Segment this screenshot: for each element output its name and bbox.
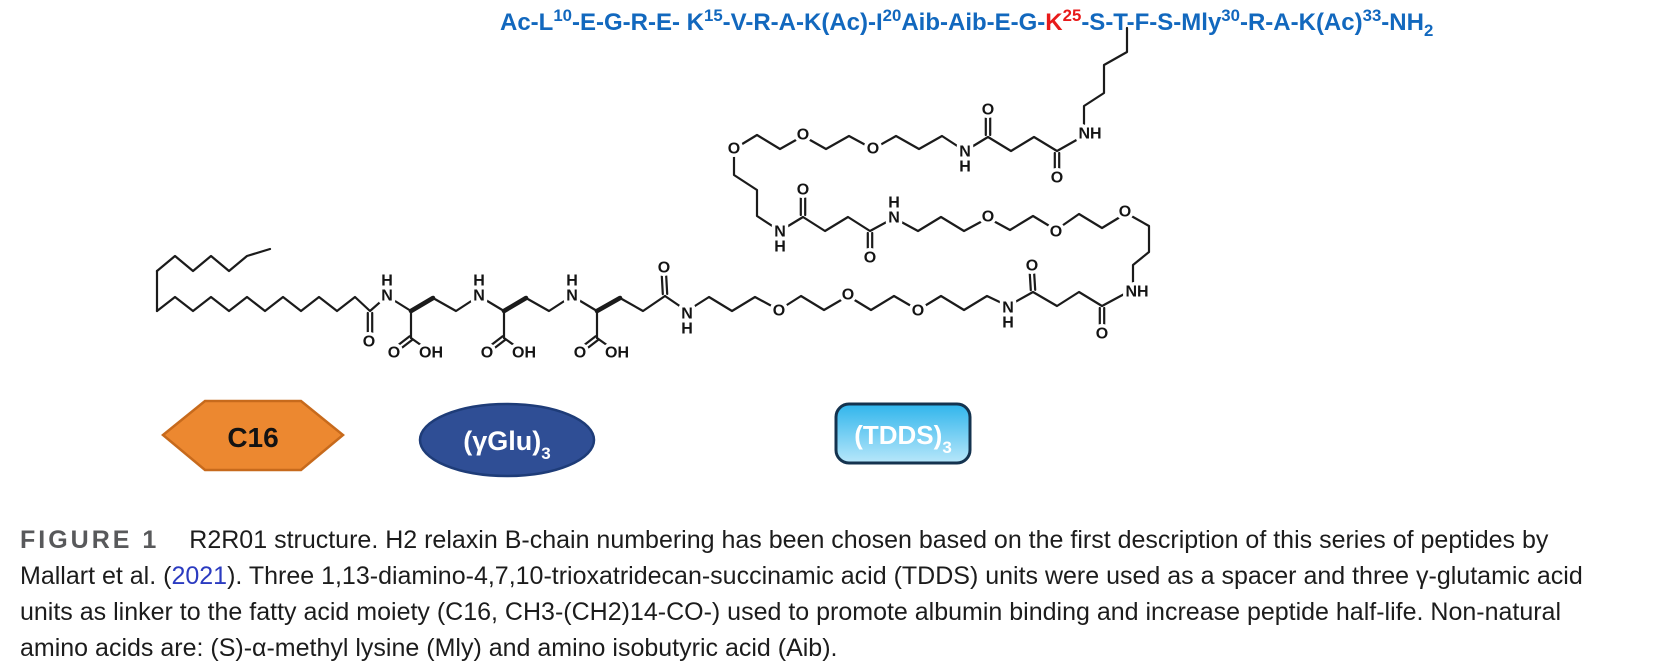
gglu-ellipse-shape: (γGlu)3 (418, 402, 596, 478)
atom-label: OH (605, 345, 629, 362)
sequence-segment: 20 (882, 6, 902, 25)
atom-label: O (728, 141, 740, 158)
atom-label: NH (1125, 284, 1148, 301)
sequence-segment: -S-T-F-S-Mly (1081, 9, 1222, 36)
atom-label: H (1002, 315, 1014, 332)
atom-label: O (982, 209, 994, 226)
atom-label: N (381, 288, 393, 305)
sequence-highlight-residue: K (1045, 9, 1063, 36)
sequence-segment: 30 (1221, 6, 1240, 25)
ellipse-icon (418, 402, 596, 478)
atom-label: N (888, 210, 900, 227)
atom-label: O (797, 182, 809, 199)
atom-label: N (1002, 300, 1014, 317)
atom-label: O (1026, 258, 1038, 275)
sequence-segment: Ac-L (500, 9, 554, 36)
atom-label: O (864, 250, 876, 267)
caption-text: ). Three 1,13-diamino-4,7,10-trioxatride… (20, 562, 1583, 662)
atom-label: O (912, 303, 924, 320)
atom-label: O (867, 141, 879, 158)
bond-lines (155, 26, 1151, 351)
atom-label: O (363, 334, 375, 351)
tdds-box-shape: (TDDS)3 (834, 402, 972, 465)
atom-label: O (842, 287, 854, 304)
atom-label: H (566, 273, 578, 290)
sequence-segment: 33 (1362, 6, 1382, 25)
atom-label: H (888, 195, 900, 212)
atom-label: N (473, 288, 485, 305)
atom-label: H (473, 273, 485, 290)
figure-label: FIGURE 1 (20, 526, 160, 554)
atom-label: NH (1078, 126, 1101, 143)
hexagon-icon (161, 399, 345, 472)
atom-label: O (773, 303, 785, 320)
roundrect-icon (834, 402, 972, 465)
atom-label: O (797, 127, 809, 144)
tdds-label: (TDDS)3 (854, 420, 952, 457)
atom-label: O (1096, 326, 1108, 343)
atom-label: OH (419, 345, 443, 362)
atom-label: N (566, 288, 578, 305)
atom-label: N (959, 144, 971, 161)
atom-label: O (388, 345, 400, 362)
atom-label: O (574, 345, 586, 362)
sequence-segment: -E-G-R-E- K (572, 9, 704, 36)
atom-label: N (774, 224, 786, 241)
atom-label: H (774, 239, 786, 256)
gglu-label: (γGlu)3 (463, 426, 550, 463)
atom-label: O (481, 345, 493, 362)
c16-label: C16 (227, 422, 278, 453)
atom-label: O (1050, 224, 1062, 241)
peptide-sequence: Ac-L10-E-G-R-E- K15-V-R-A-K(Ac)-I20Aib-A… (500, 1, 1433, 46)
atom-label: H (381, 273, 393, 290)
caption-text: R2R01 structure. H2 relaxin B-chain numb… (20, 526, 1549, 590)
sequence-segment: -R-A-K(Ac) (1239, 9, 1363, 36)
atom-label: O (1051, 170, 1063, 187)
sequence-highlight-residue: 25 (1062, 6, 1082, 25)
atom-label: O (1119, 204, 1131, 221)
sequence-segment: 10 (553, 6, 573, 25)
citation-link-2021[interactable]: 2021 (171, 562, 228, 590)
sequence-segment: 15 (704, 6, 723, 25)
atom-label: O (982, 102, 994, 119)
atom-label: OH (512, 345, 536, 362)
atom-label: H (959, 159, 971, 176)
atom-label: O (658, 260, 670, 277)
atom-label: N (681, 306, 693, 323)
c16-hexagon-shape: C16 (161, 399, 345, 472)
atom-label: H (681, 321, 693, 338)
sequence-segment: Aib-Aib-E-G- (901, 9, 1046, 36)
sequence-segment: -NH (1381, 9, 1424, 36)
sequence-segment: 2 (1423, 20, 1434, 40)
sequence-segment: -V-R-A-K(Ac)-I (722, 9, 883, 36)
